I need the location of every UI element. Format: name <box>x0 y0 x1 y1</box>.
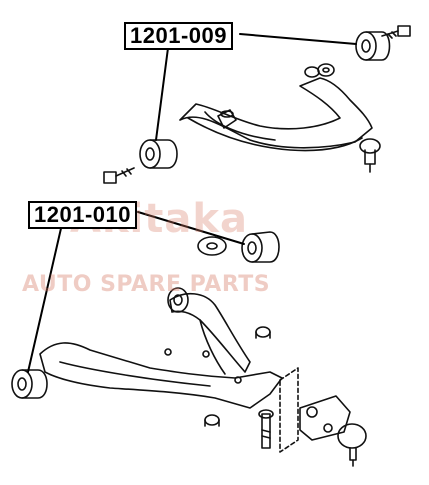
part-label-upper: 1201-009 <box>124 22 233 50</box>
upper-ball-joint <box>359 138 381 173</box>
front-bolt <box>103 167 135 184</box>
upper-front-bushing <box>139 139 178 169</box>
lower-bolt <box>258 409 274 449</box>
lower-nut-left <box>204 414 220 427</box>
ball-joint-plate <box>279 367 299 453</box>
bump-stop <box>217 109 237 129</box>
washer <box>197 236 227 256</box>
lower-front-bushing <box>11 369 48 399</box>
upper-bolt <box>381 25 411 39</box>
lower-ball-joint <box>299 395 367 467</box>
lower-front-mount <box>167 287 189 313</box>
upper-control-arm <box>179 77 373 152</box>
upper-nut <box>304 63 335 78</box>
lower-arm-nut <box>255 326 271 339</box>
leader-lines <box>27 33 357 373</box>
part-label-lower: 1201-010 <box>28 201 137 229</box>
lower-control-arm <box>39 292 283 409</box>
lower-rear-bushing <box>241 231 280 263</box>
upper-rear-bushing <box>355 31 391 61</box>
watermark-tagline: AUTO SPARE PARTS <box>22 272 271 297</box>
